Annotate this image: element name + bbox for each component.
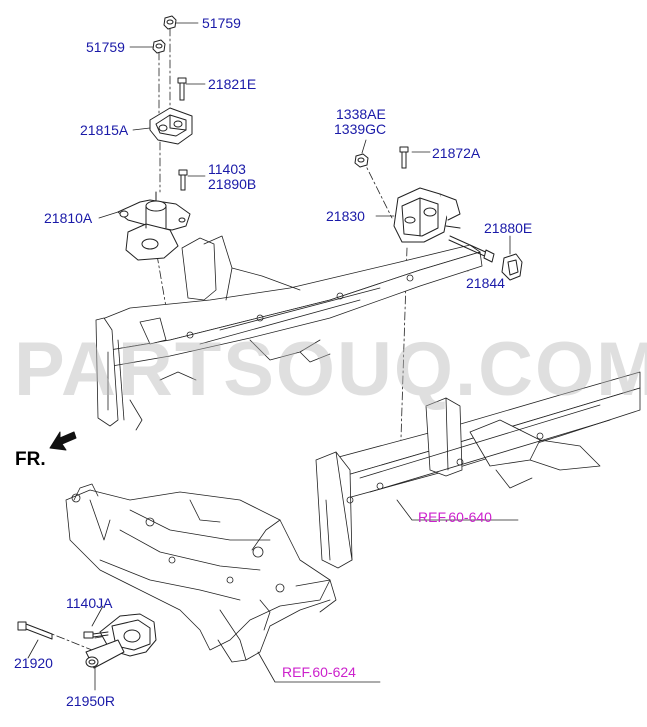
callout-51759-lower[interactable]: 51759 <box>86 39 125 55</box>
callout-21950R[interactable]: 21950R <box>66 693 116 709</box>
callout-1338AE[interactable]: 1338AE <box>336 106 386 122</box>
callout-21810A[interactable]: 21810A <box>44 210 93 226</box>
callout-21920[interactable]: 21920 <box>14 655 53 671</box>
callout-21880E[interactable]: 21880E <box>484 220 533 236</box>
leader-lines <box>27 22 519 691</box>
callout-51759-upper[interactable]: 51759 <box>202 15 241 31</box>
bolt-11403 <box>178 169 188 191</box>
right-side-rail <box>315 371 641 569</box>
callout-11403[interactable]: 11403 <box>208 161 246 177</box>
front-direction-arrow <box>49 431 77 451</box>
centerline-bolt-21920 <box>41 629 113 651</box>
nut-51759-lower <box>152 39 166 54</box>
callout-21821E[interactable]: 21821E <box>208 76 257 92</box>
bolt-21872A <box>399 146 409 169</box>
reference-link-60-624[interactable]: REF.60-624 <box>282 664 356 680</box>
cap-21880E <box>501 253 523 281</box>
callout-21815A[interactable]: 21815A <box>80 122 129 138</box>
transmission-mount-21830 <box>393 187 461 243</box>
bolt-21920 <box>17 621 53 640</box>
bolt-21844 <box>448 235 495 263</box>
front-direction-label: FR. <box>15 449 46 470</box>
callout-21890B[interactable]: 21890B <box>208 176 257 192</box>
engine-mount-21810A <box>117 191 191 261</box>
callout-1140JA[interactable]: 1140JA <box>66 595 113 611</box>
bracket-21815A <box>149 107 193 145</box>
centerline-left-mount <box>156 27 171 331</box>
bolt-1140JA <box>83 631 109 639</box>
roll-rod-21950R <box>85 613 157 669</box>
reference-link-60-640[interactable]: REF.60-640 <box>418 509 492 525</box>
bolt-21821E <box>177 77 187 101</box>
callout-21844[interactable]: 21844 <box>466 275 505 291</box>
nut-1338AE <box>354 153 369 168</box>
nut-51759-upper <box>163 15 177 30</box>
callout-21872A[interactable]: 21872A <box>432 145 481 161</box>
callout-1339GC[interactable]: 1339GC <box>334 121 387 137</box>
left-side-rail <box>95 235 483 431</box>
callout-21830[interactable]: 21830 <box>326 208 365 224</box>
front-subframe <box>65 483 337 663</box>
